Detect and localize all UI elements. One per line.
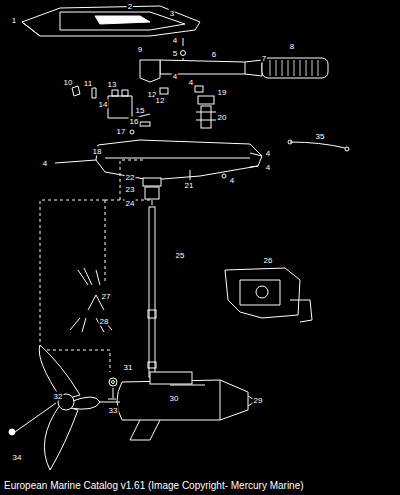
callout-number: 4 (265, 163, 271, 172)
callout-number: 10 (63, 78, 74, 87)
callout-number: 19 (217, 88, 228, 97)
callout-number: 4 (265, 149, 271, 158)
callout-number: 1 (11, 16, 17, 25)
callout-number: 13 (107, 80, 118, 89)
callout-number: 16 (129, 117, 140, 126)
caption: European Marine Catalog v1.61 (Image Cop… (4, 480, 304, 492)
callout-number: 4 (172, 72, 178, 81)
callout-number: 20 (217, 113, 228, 122)
callout-number: 18 (92, 147, 103, 156)
callout-number: 28 (99, 317, 110, 326)
callout-number: 21 (184, 181, 195, 190)
callout-number: 8 (289, 42, 295, 51)
callout-number: 5 (172, 49, 178, 58)
callout-number: 4 (42, 159, 48, 168)
callout-number: 11 (83, 79, 93, 88)
callout-number: 29 (253, 396, 264, 405)
callout-number: 22 (125, 173, 136, 182)
callout-number: 33 (108, 406, 119, 415)
callout-number: 4 (188, 78, 194, 87)
callout-number: 30 (169, 394, 180, 403)
callout-number: 7 (261, 54, 267, 63)
callout-number: 14 (98, 100, 109, 109)
callout-number: 34 (12, 453, 23, 462)
callout-number: 9 (137, 45, 143, 54)
callout-number: 4 (229, 176, 235, 185)
callout-number: 35 (315, 132, 326, 141)
callout-number: 2 (127, 2, 133, 11)
callout-number: 25 (175, 251, 186, 260)
callout-number: 24 (125, 199, 136, 208)
callout-number: 6 (211, 50, 217, 59)
callout-number: 12 (155, 96, 166, 105)
callout-number: 4 (172, 36, 178, 45)
callout-number: 3 (169, 9, 175, 18)
callout-number: 15 (135, 106, 146, 115)
callout-number: 26 (263, 256, 274, 265)
callout-number: 27 (101, 292, 112, 301)
callout-number: 17 (116, 127, 127, 136)
callout-number: 23 (125, 185, 136, 194)
callout-number: 32 (53, 392, 64, 401)
callout-number: 31 (123, 363, 134, 372)
